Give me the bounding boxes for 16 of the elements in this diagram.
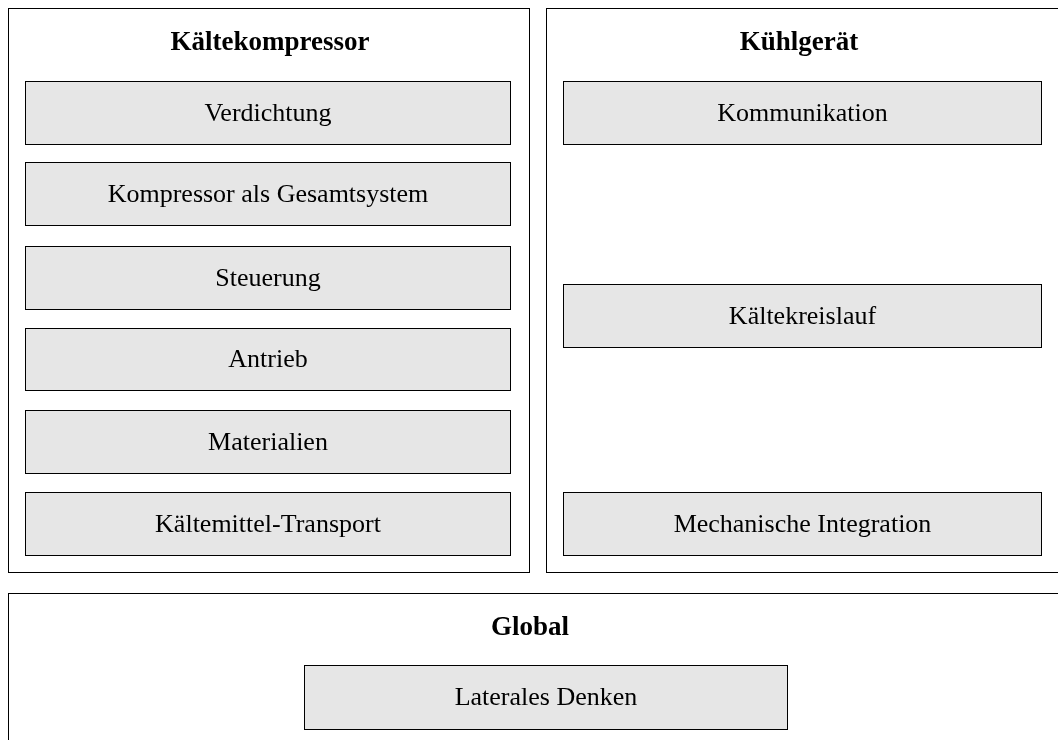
panel-title: Global xyxy=(491,610,569,643)
category-box: Verdichtung xyxy=(25,81,511,145)
group-panel xyxy=(546,8,1058,573)
category-box: Antrieb xyxy=(25,328,511,391)
category-box: Kommunikation xyxy=(563,81,1042,145)
category-box: Kältekreislauf xyxy=(563,284,1042,348)
panel-title: Kühlgerät xyxy=(739,25,859,58)
group-panel xyxy=(8,593,1058,740)
category-box: Laterales Denken xyxy=(304,665,788,730)
panel-title: Kältekompressor xyxy=(170,25,370,58)
category-box: Materialien xyxy=(25,410,511,474)
category-box: Mechanische Integration xyxy=(563,492,1042,556)
category-box: Kompressor als Gesamtsystem xyxy=(25,162,511,226)
category-box: Steuerung xyxy=(25,246,511,310)
group-panel xyxy=(8,8,530,573)
category-box: Kältemittel-Transport xyxy=(25,492,511,556)
